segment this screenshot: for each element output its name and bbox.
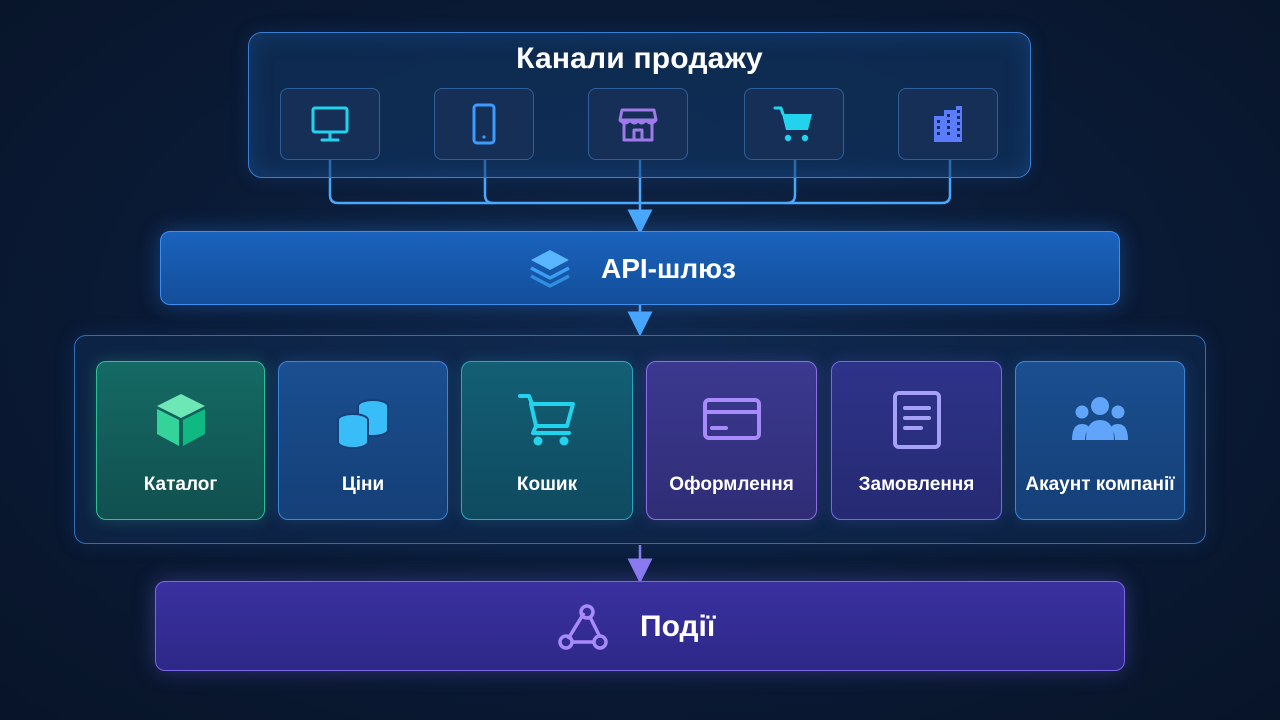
users-group-icon — [1072, 397, 1128, 440]
channel-tile-b2b[interactable] — [898, 88, 998, 160]
channel-tile-store[interactable] — [588, 88, 688, 160]
service-card-company-account[interactable]: Акаунт компанії — [1015, 361, 1185, 520]
service-label-checkout: Оформлення — [669, 474, 794, 495]
service-label-company-account: Акаунт компанії — [1025, 474, 1175, 495]
events-bar[interactable]: Події — [155, 581, 1125, 671]
document-icon — [892, 391, 941, 449]
service-label-catalog: Каталог — [143, 474, 218, 495]
service-label-orders: Замовлення — [858, 474, 975, 495]
events-label: Події — [640, 610, 716, 643]
service-card-pricing[interactable]: Ціни — [278, 361, 448, 520]
coin-stack-icon — [337, 399, 389, 449]
channel-tile-mobile[interactable] — [434, 88, 534, 160]
channel-tile-marketplace[interactable] — [744, 88, 844, 160]
monitor-icon — [311, 106, 349, 142]
service-card-checkout[interactable]: Оформлення — [646, 361, 817, 520]
smartphone-icon — [472, 103, 496, 145]
api-gateway-label: API-шлюз — [601, 253, 736, 284]
shopping-cart-icon — [773, 106, 812, 142]
office-building-icon — [934, 106, 962, 142]
sales-channels-title: Канали продажу — [516, 42, 763, 75]
layers-stack-icon — [530, 250, 570, 288]
share-nodes-icon — [558, 604, 608, 650]
service-card-catalog[interactable]: Каталог — [96, 361, 265, 520]
service-label-pricing: Ціни — [341, 474, 385, 495]
shopping-cart-icon — [518, 394, 575, 446]
storefront-icon — [618, 108, 658, 142]
service-label-cart: Кошик — [516, 474, 578, 495]
service-card-orders[interactable]: Замовлення — [831, 361, 1002, 520]
credit-card-icon — [702, 398, 761, 440]
api-gateway-bar[interactable]: API-шлюз — [160, 231, 1120, 305]
channel-tile-web[interactable] — [280, 88, 380, 160]
cube-icon — [156, 394, 205, 446]
service-card-cart[interactable]: Кошик — [461, 361, 633, 520]
